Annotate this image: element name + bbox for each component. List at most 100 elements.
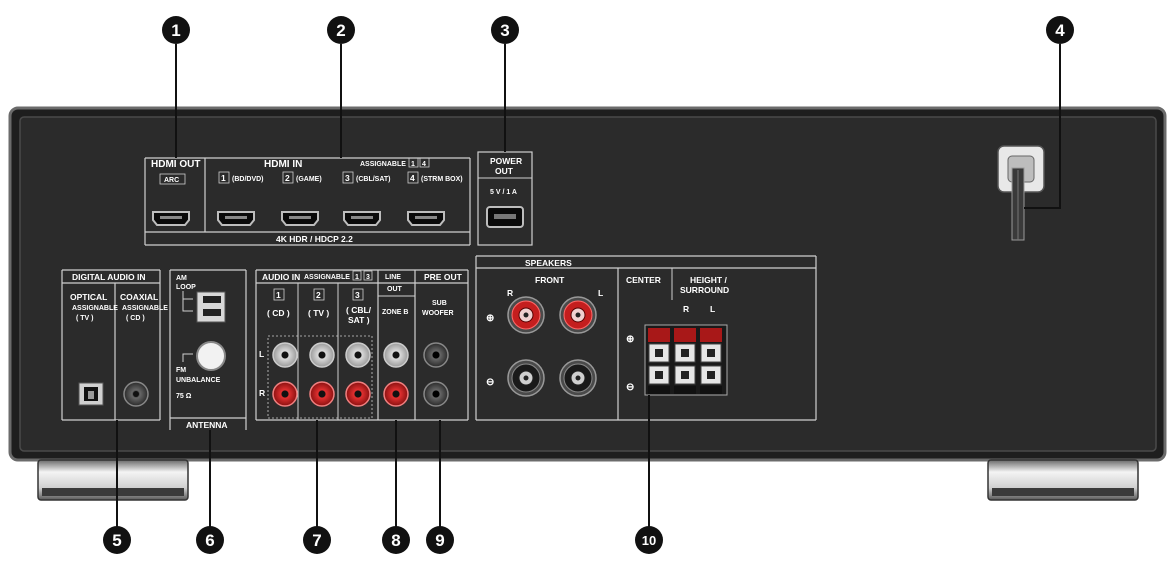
callout-3: 3 xyxy=(491,16,519,44)
optical-sub: ( TV ) xyxy=(76,315,94,322)
power-out-rating: 5 V / 1 A xyxy=(490,189,517,196)
optical-assignable: ASSIGNABLE xyxy=(72,305,118,312)
hdmi-in-4-num: 4 xyxy=(410,173,415,183)
surround-l-label: L xyxy=(710,304,715,314)
center-plus: ⊕ xyxy=(626,334,634,345)
am-label: AM xyxy=(176,275,187,282)
power-out-title-1: POWER xyxy=(490,156,522,166)
hdmi-in-title: HDMI IN xyxy=(264,159,302,170)
callout-4: 4 xyxy=(1046,16,1074,44)
callout-6: 6 xyxy=(196,526,224,554)
audio-in-3-label: ( CBL/ xyxy=(346,305,372,315)
hdmi-in-1-label: (BD/DVD) xyxy=(232,176,264,183)
callout-9-text: 9 xyxy=(435,531,444,550)
fm-label: FM xyxy=(176,367,186,374)
fm-connector xyxy=(196,341,226,371)
front-label: FRONT xyxy=(535,275,565,285)
hdmi-assignable: ASSIGNABLE xyxy=(360,161,406,168)
analog-section: AUDIO IN ASSIGNABLE 1 3 1 ( CD ) 2 ( TV … xyxy=(255,269,469,421)
pre-out-title: PRE OUT xyxy=(424,272,463,282)
hdmi-in-2-num: 2 xyxy=(285,173,290,183)
hdmi-in-3-num: 3 xyxy=(345,173,350,183)
line-out-title-1: LINE xyxy=(385,274,401,281)
callout-5-text: 5 xyxy=(112,531,121,550)
audio-in-assignable: ASSIGNABLE xyxy=(304,274,350,281)
hdmi-footer: 4K HDR / HDCP 2.2 xyxy=(276,234,353,244)
center-minus: ⊖ xyxy=(626,382,634,393)
hdmi-in-4-port xyxy=(407,211,445,226)
rca-jacks xyxy=(267,335,449,419)
front-l-minus-post xyxy=(559,359,597,397)
callout-8-text: 8 xyxy=(391,531,400,550)
digital-audio-in-section: DIGITAL AUDIO IN OPTICAL ASSIGNABLE ( TV… xyxy=(61,269,168,421)
loop-label: LOOP xyxy=(176,284,196,291)
front-l-label: L xyxy=(598,288,603,298)
hdmi-in-3-label: (CBL/SAT) xyxy=(356,176,390,183)
hdmi-out-port xyxy=(152,211,190,226)
zone-b-label: ZONE B xyxy=(382,309,408,316)
power-out-title-2: OUT xyxy=(495,166,514,176)
audio-l-label: L xyxy=(259,349,264,359)
antenna-title: ANTENNA xyxy=(186,420,228,430)
audio-in-2-num: 2 xyxy=(316,290,321,300)
power-out-section: POWER OUT 5 V / 1 A xyxy=(477,151,533,246)
hdmi-in-4-label: (STRM BOX) xyxy=(421,176,463,183)
callout-5: 5 xyxy=(103,526,131,554)
callout-leaders xyxy=(116,44,1061,527)
callout-3-text: 3 xyxy=(500,21,509,40)
callout-10-text: 10 xyxy=(642,533,656,548)
ohm-label: 75 Ω xyxy=(176,393,192,400)
audio-in-3-num: 3 xyxy=(355,290,360,300)
power-cord xyxy=(997,145,1045,241)
center-label: CENTER xyxy=(626,275,661,285)
audio-in-title: AUDIO IN xyxy=(262,272,300,282)
hdmi-assign-num-1: 1 xyxy=(411,161,415,168)
front-l-plus-post xyxy=(559,296,597,334)
speakers-title: SPEAKERS xyxy=(525,258,572,268)
arc-label: ARC xyxy=(164,177,179,184)
callout-8: 8 xyxy=(382,526,410,554)
hdmi-section: HDMI OUT ARC HDMI IN ASSIGNABLE 1 4 1 (B… xyxy=(144,157,471,246)
callout-6-text: 6 xyxy=(205,531,214,550)
callout-2-text: 2 xyxy=(336,21,345,40)
subwoofer-label-2: WOOFER xyxy=(422,310,454,317)
callout-7: 7 xyxy=(303,526,331,554)
audio-in-2-label: ( TV ) xyxy=(308,308,329,318)
surround-r-label: R xyxy=(683,304,689,314)
unbalance-label: UNBALANCE xyxy=(176,377,221,384)
speakers-section: SPEAKERS FRONT R L ⊕ ⊖ CENTER HEIGHT / S… xyxy=(475,255,817,421)
line-out-title-2: OUT xyxy=(387,286,403,293)
hdmi-in-2-label: (GAME) xyxy=(296,176,322,183)
optical-label: OPTICAL xyxy=(70,292,107,302)
hdmi-assign-num-4: 4 xyxy=(422,161,426,168)
digital-audio-in-title: DIGITAL AUDIO IN xyxy=(72,272,146,282)
coaxial-port xyxy=(123,381,149,407)
audio-in-3-label-2: SAT ) xyxy=(348,315,370,325)
front-r-minus-post xyxy=(507,359,545,397)
hdmi-in-1-num: 1 xyxy=(221,173,226,183)
surround-label: SURROUND xyxy=(680,285,729,295)
antenna-section: AM LOOP FM UNBALANCE 75 Ω ANTENNA xyxy=(169,269,247,430)
callout-4-text: 4 xyxy=(1055,21,1065,40)
callout-2: 2 xyxy=(327,16,355,44)
callout-1: 1 xyxy=(162,16,190,44)
callout-7-text: 7 xyxy=(312,531,321,550)
callout-10: 10 xyxy=(635,526,663,554)
coaxial-assignable: ASSIGNABLE xyxy=(122,305,168,312)
hdmi-in-1-port xyxy=(217,211,255,226)
height-label: HEIGHT / xyxy=(690,275,727,285)
hdmi-out-title: HDMI OUT xyxy=(151,159,200,170)
optical-port xyxy=(78,382,104,406)
audio-r-label: R xyxy=(259,388,265,398)
coaxial-sub: ( CD ) xyxy=(126,315,145,322)
coaxial-label: COAXIAL xyxy=(120,292,158,302)
audio-assign-num-1: 1 xyxy=(355,274,359,281)
left-foot xyxy=(37,459,189,501)
front-minus: ⊖ xyxy=(486,377,494,388)
audio-assign-num-3: 3 xyxy=(366,274,370,281)
subwoofer-label-1: SUB xyxy=(432,300,447,307)
front-plus: ⊕ xyxy=(486,313,494,324)
hdmi-in-2-port xyxy=(281,211,319,226)
front-r-plus-post xyxy=(507,296,545,334)
